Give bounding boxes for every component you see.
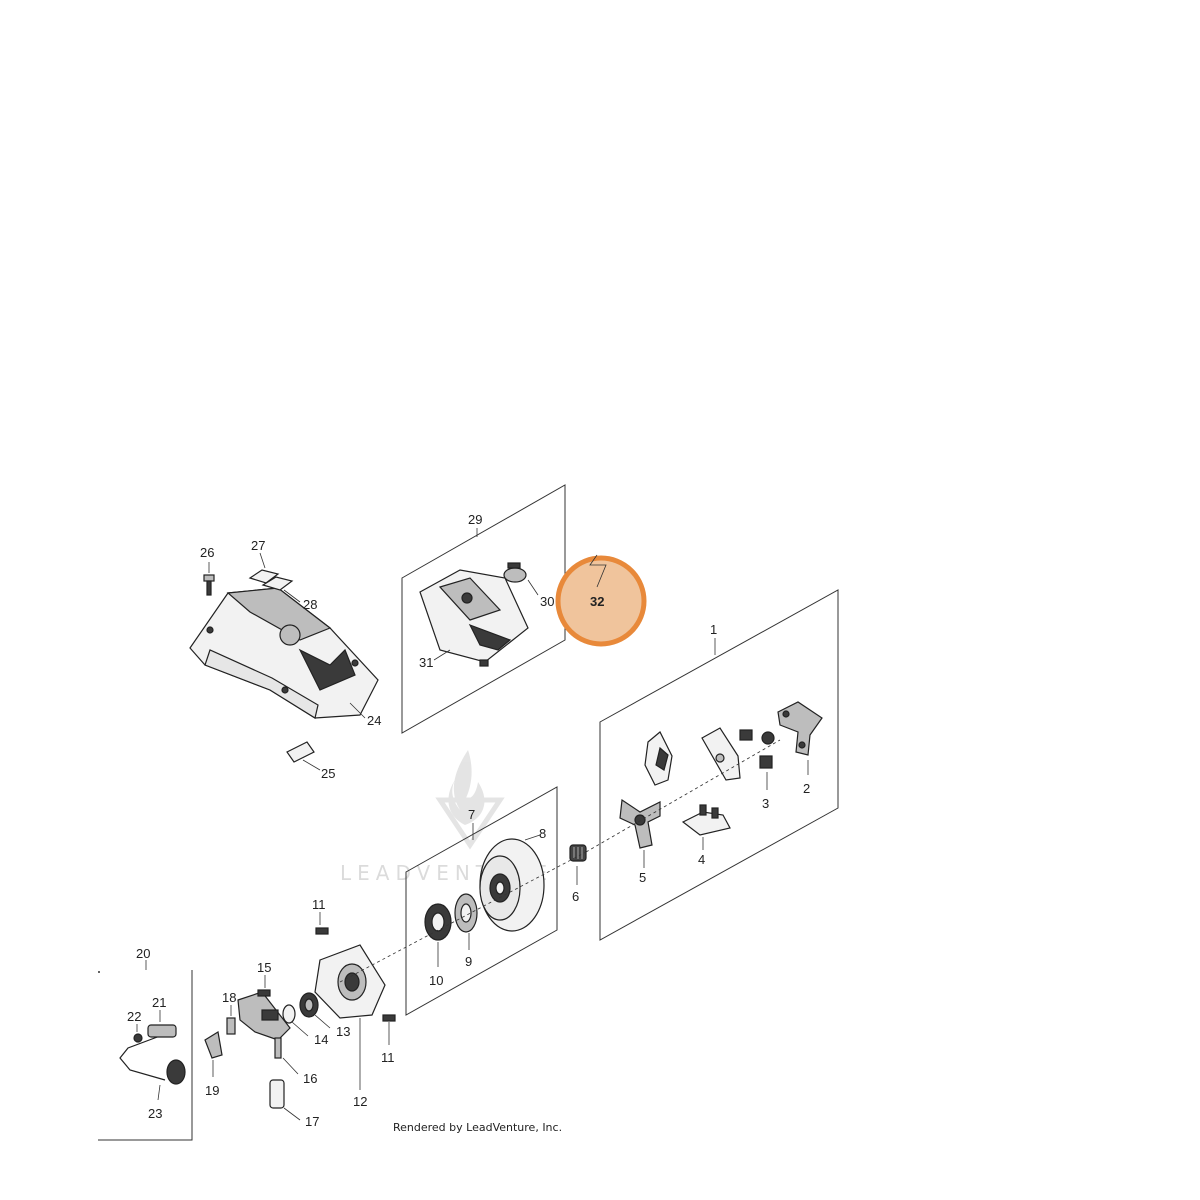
part-10-washer xyxy=(424,903,452,941)
part-12-plate xyxy=(314,944,386,1019)
triangle-logo-icon xyxy=(435,797,505,850)
callout-5[interactable]: 5 xyxy=(639,870,646,885)
part-11-screw-top xyxy=(315,927,329,935)
callout-16[interactable]: 16 xyxy=(303,1071,317,1086)
callout-30[interactable]: 30 xyxy=(540,594,554,609)
part-3-spring xyxy=(739,729,775,769)
part-15-screw xyxy=(257,989,271,997)
part-clutch-shoe-left xyxy=(644,731,673,786)
part-clutch-shoe-right xyxy=(701,727,741,781)
part-2-bracket xyxy=(777,701,823,756)
render-credit: Rendered by LeadVenture, Inc. xyxy=(393,1121,562,1134)
callout-17[interactable]: 17 xyxy=(305,1114,319,1129)
callout-13[interactable]: 13 xyxy=(336,1024,350,1039)
part-14-ring xyxy=(282,1004,296,1024)
part-5-hub xyxy=(619,798,661,849)
highlight-circle[interactable] xyxy=(555,555,647,647)
group-box-20 xyxy=(98,970,193,1141)
callout-15[interactable]: 15 xyxy=(257,960,271,975)
callout-23[interactable]: 23 xyxy=(148,1106,162,1121)
part-6-bearing xyxy=(569,844,587,862)
callout-7[interactable]: 7 xyxy=(468,807,475,822)
part-17-sleeve xyxy=(269,1079,285,1109)
part-26-screw xyxy=(203,574,215,596)
part-22-o-ring xyxy=(133,1033,143,1043)
callout-4[interactable]: 4 xyxy=(698,852,705,867)
part-18-fitting xyxy=(226,1017,236,1035)
callout-1[interactable]: 1 xyxy=(710,622,717,637)
stray-dot xyxy=(98,971,100,973)
part-21-connector xyxy=(147,1024,177,1038)
part-16-oil-pump xyxy=(237,991,291,1059)
callout-18[interactable]: 18 xyxy=(222,990,236,1005)
part-19-elbow xyxy=(204,1031,223,1059)
group-box-29 xyxy=(401,484,566,734)
callout-14[interactable]: 14 xyxy=(314,1032,328,1047)
callout-26[interactable]: 26 xyxy=(200,545,214,560)
highlight-callout-32[interactable]: 32 xyxy=(555,554,647,647)
part-9-sprocket xyxy=(454,893,478,933)
callout-labels: 1 2 3 4 5 6 7 8 9 10 11 11 12 13 14 15 1… xyxy=(127,512,810,1129)
callout-3[interactable]: 3 xyxy=(762,796,769,811)
group-box-1 xyxy=(599,589,839,941)
part-4-shoe xyxy=(681,804,731,836)
callout-21[interactable]: 21 xyxy=(152,995,166,1010)
callout-31[interactable]: 31 xyxy=(419,655,433,670)
flame-logo-icon xyxy=(448,750,485,825)
part-24-cover xyxy=(189,587,379,719)
leader-lines xyxy=(136,528,809,1121)
part-31-housing xyxy=(419,569,529,667)
group-box-7 xyxy=(405,786,558,1016)
callout-11-top[interactable]: 11 xyxy=(312,897,326,912)
callout-2[interactable]: 2 xyxy=(803,781,810,796)
part-8-clutch-drum xyxy=(479,838,545,932)
callout-27[interactable]: 27 xyxy=(251,538,265,553)
callout-29[interactable]: 29 xyxy=(468,512,482,527)
callout-6[interactable]: 6 xyxy=(572,889,579,904)
part-30-knob xyxy=(503,562,527,583)
callout-19[interactable]: 19 xyxy=(205,1083,219,1098)
callout-20[interactable]: 20 xyxy=(136,946,150,961)
callout-8[interactable]: 8 xyxy=(539,826,546,841)
callout-28[interactable]: 28 xyxy=(303,597,317,612)
part-13-gear xyxy=(299,992,319,1018)
part-25-plate xyxy=(286,741,315,763)
callout-9[interactable]: 9 xyxy=(465,954,472,969)
callout-12[interactable]: 12 xyxy=(353,1094,367,1109)
alignment-lines xyxy=(339,739,781,983)
callout-24[interactable]: 24 xyxy=(367,713,381,728)
callout-25[interactable]: 25 xyxy=(321,766,335,781)
part-27-28-labels xyxy=(248,569,294,591)
part-23-oil-line xyxy=(119,1035,186,1085)
callout-22[interactable]: 22 xyxy=(127,1009,141,1024)
leader-32 xyxy=(589,554,607,588)
callout-11-bottom[interactable]: 11 xyxy=(381,1050,395,1065)
part-11-screw-bottom xyxy=(382,1014,396,1022)
callout-10[interactable]: 10 xyxy=(429,973,443,988)
callout-32[interactable]: 32 xyxy=(590,594,604,609)
